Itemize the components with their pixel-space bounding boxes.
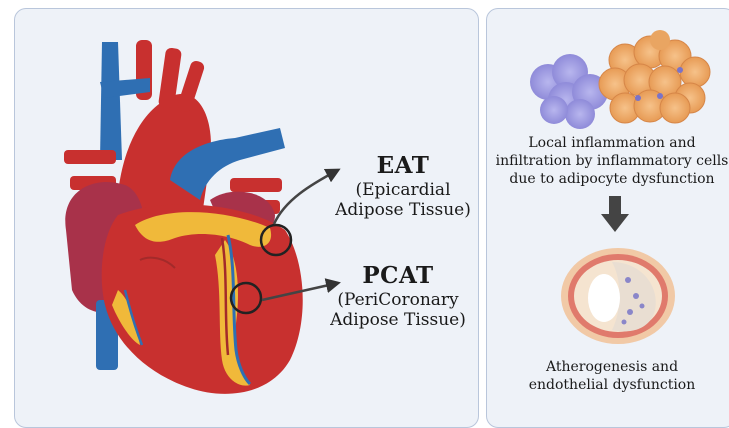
pcat-label-group: PCAT (PeriCoronary Adipose Tissue) bbox=[318, 262, 478, 330]
pcat-fullname-line2: Adipose Tissue) bbox=[318, 310, 478, 330]
atherogenesis-line2: endothelial dysfunction bbox=[492, 376, 729, 394]
pcat-fullname-line1: (PeriCoronary bbox=[318, 290, 478, 310]
inflammation-line3: due to adipocyte dysfunction bbox=[492, 170, 729, 188]
eat-fullname-line1: (Epicardial bbox=[328, 180, 478, 200]
inflammation-text: Local inflammation and infiltration by i… bbox=[492, 134, 729, 189]
eat-abbreviation: EAT bbox=[328, 152, 478, 180]
inflammation-line2: infiltration by inflammatory cells bbox=[492, 152, 729, 170]
eat-label-group: EAT (Epicardial Adipose Tissue) bbox=[328, 152, 478, 220]
pcat-abbreviation: PCAT bbox=[318, 262, 478, 290]
atherogenesis-text: Atherogenesis and endothelial dysfunctio… bbox=[492, 358, 729, 394]
adipose-cells-illustration bbox=[530, 30, 710, 129]
eat-fullname-line2: Adipose Tissue) bbox=[328, 200, 478, 220]
down-arrow-icon bbox=[601, 196, 629, 232]
heart-illustration bbox=[64, 40, 303, 394]
inflammation-line1: Local inflammation and bbox=[492, 134, 729, 152]
artery-cross-section-illustration bbox=[561, 248, 675, 344]
atherogenesis-line1: Atherogenesis and bbox=[492, 358, 729, 376]
